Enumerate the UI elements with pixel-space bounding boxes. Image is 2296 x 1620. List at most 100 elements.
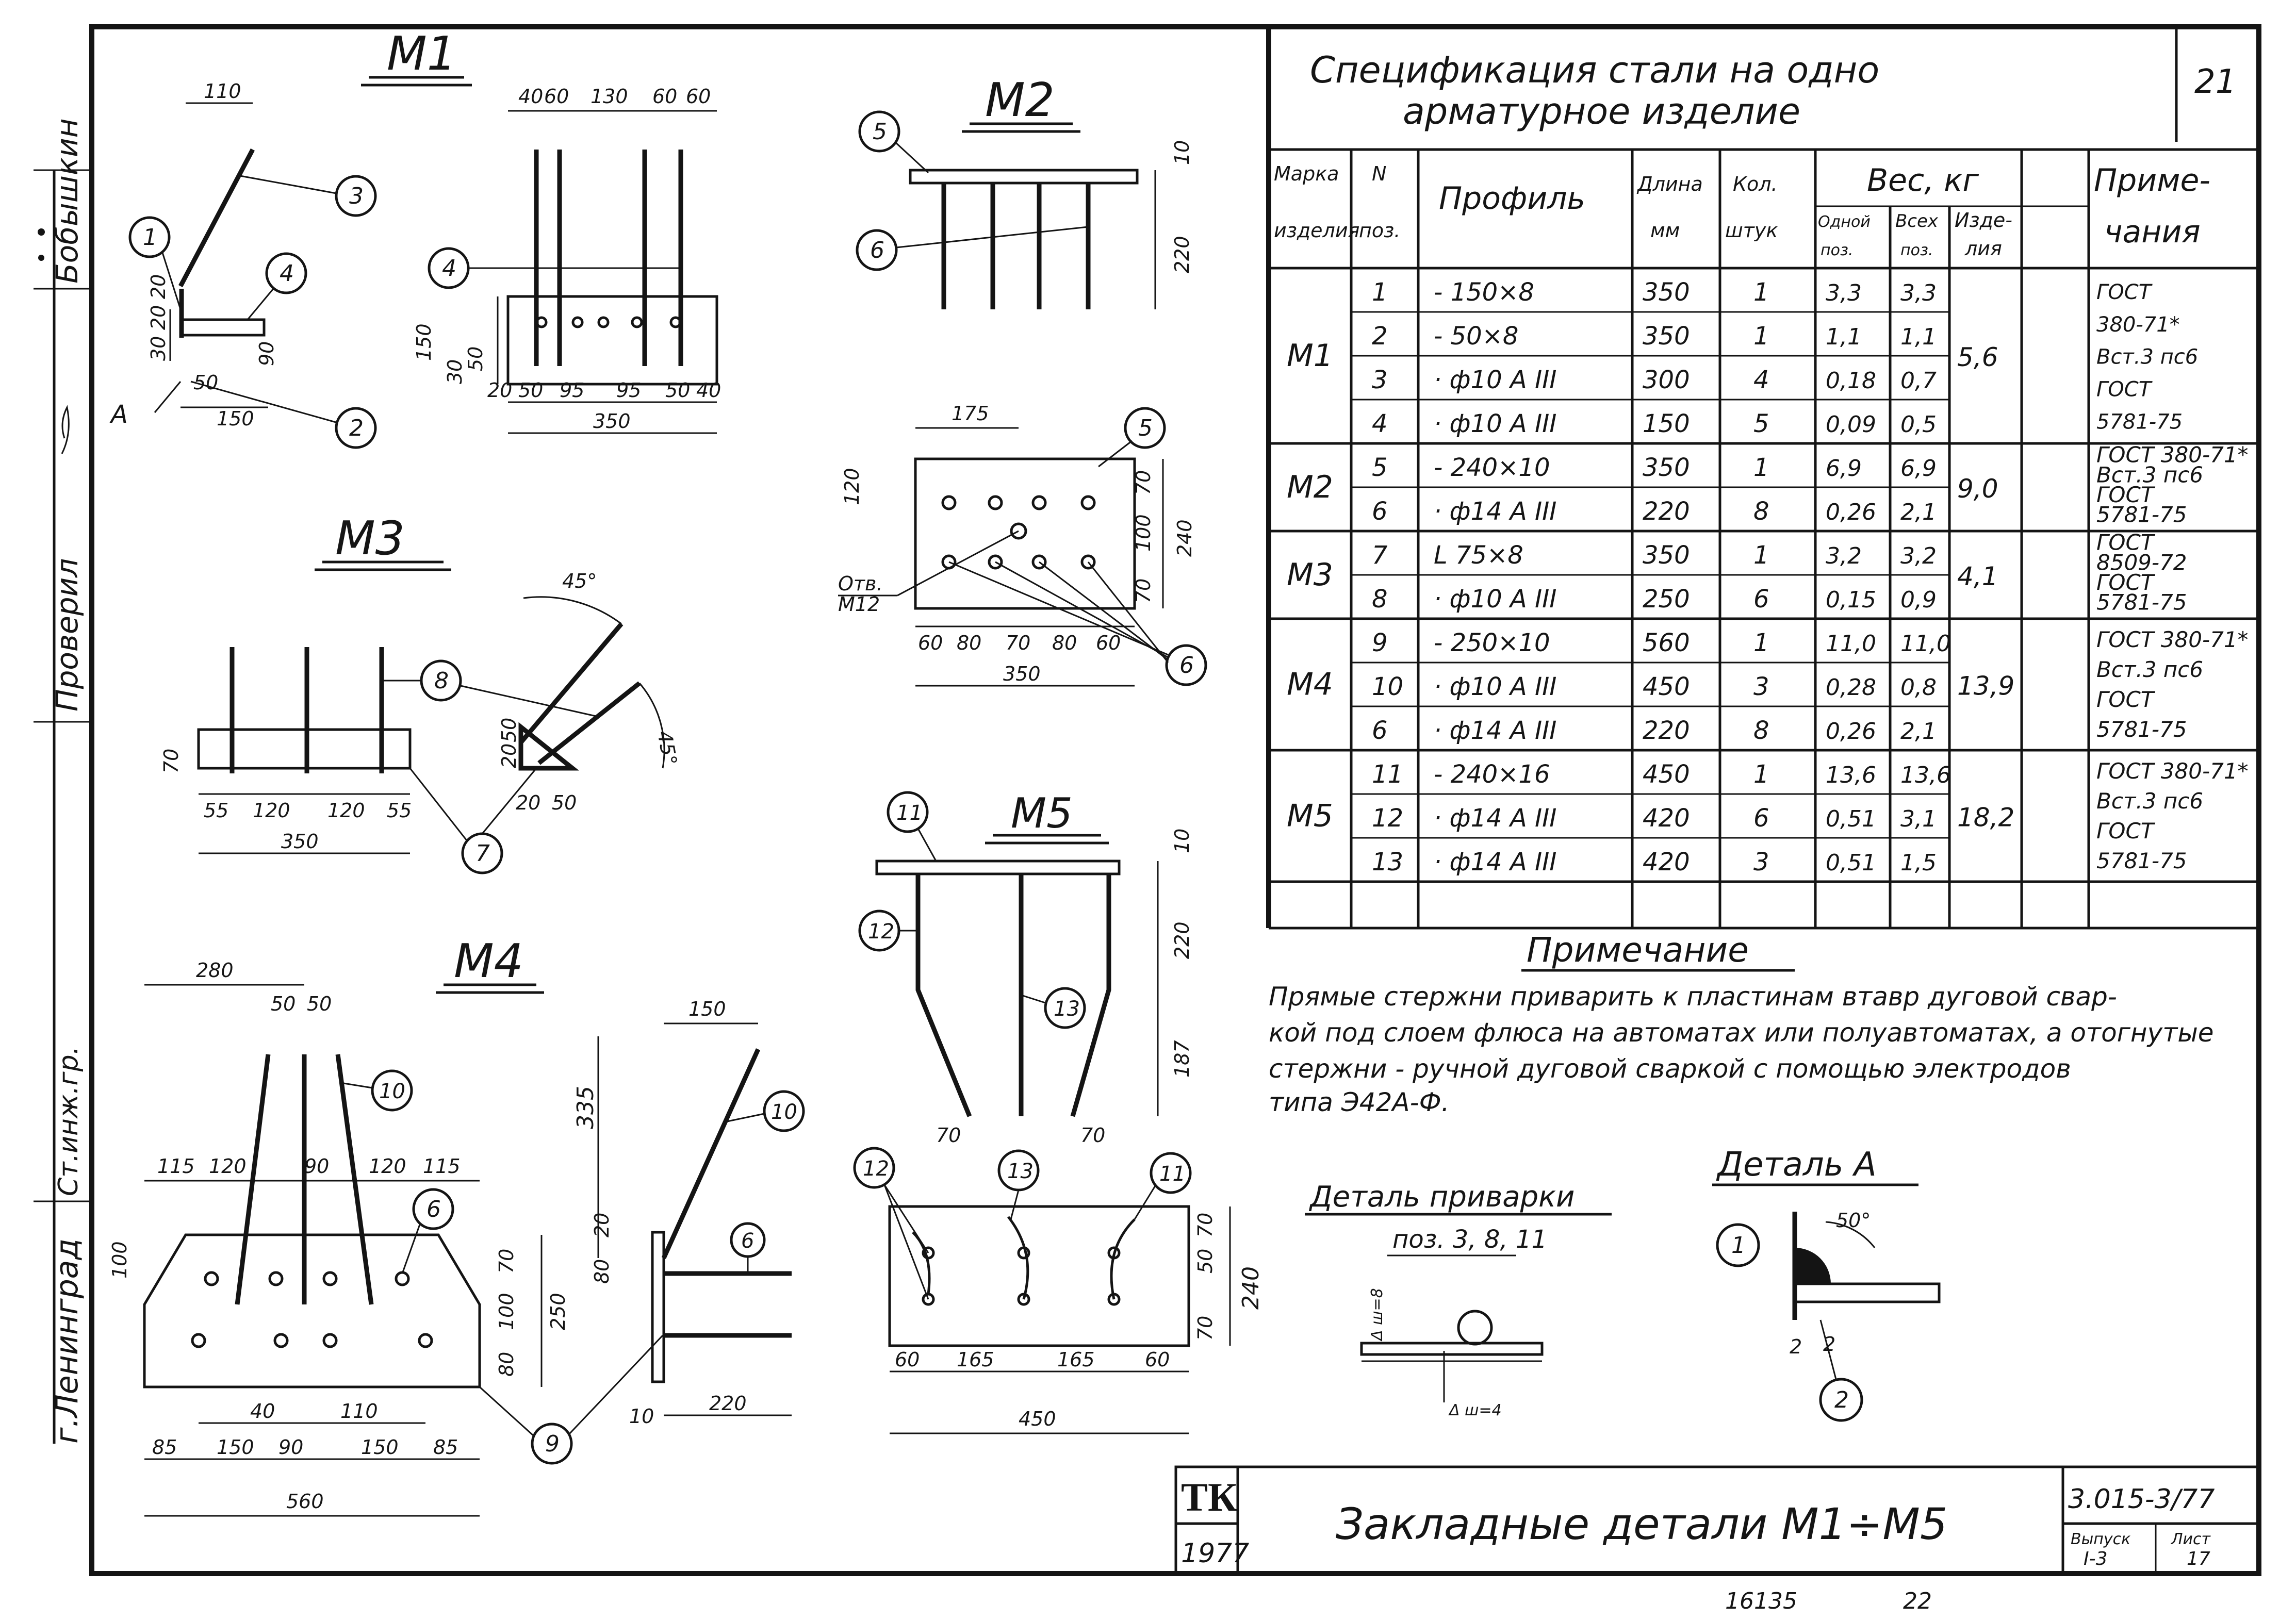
detail-a: Деталь А 50° 2 2 1 2	[1712, 1146, 1941, 1422]
m2-dim-175: 175	[952, 402, 989, 425]
spec-note-line: 5781-75	[2096, 590, 2187, 615]
spec-note-line: ГОСТ	[2096, 687, 2156, 712]
m4-dim-85a: 85	[152, 1436, 177, 1459]
m5-callout-11: 11	[896, 801, 923, 825]
spec-note-line: ГОСТ 380-71*	[2096, 627, 2249, 652]
spec-mark: M2	[1287, 469, 1333, 505]
spec-weight-one: 0,51	[1826, 850, 1876, 876]
m4-dim-115b: 115	[423, 1155, 461, 1178]
spec-note-line: 380-71*	[2096, 313, 2180, 337]
m4-side-dim-335: 335	[572, 1086, 599, 1129]
hdr-pos-1: N	[1372, 162, 1386, 185]
spec-weight-one: 11,0	[1826, 631, 1876, 657]
m1-top-dim-130: 130	[591, 85, 628, 108]
m2-callout-5: 5	[873, 119, 887, 145]
spec-note-line: ГОСТ	[2096, 482, 2156, 507]
spec-weight-all: 0,5	[1900, 411, 1937, 438]
spec-weight-all: 6,9	[1900, 455, 1937, 482]
view-m5: M5 10 220 187 70 70 11 12 13 70 50	[853, 789, 1264, 1434]
m5-title: M5	[1011, 789, 1073, 837]
m5-plan-callout-11: 11	[1159, 1162, 1186, 1186]
m4-side-dim-150: 150	[688, 998, 726, 1020]
note-line-4: типа Э42А-Ф.	[1269, 1087, 1450, 1117]
spec-note-line: ГОСТ	[2096, 570, 2156, 595]
spec-weight-one: 0,51	[1826, 806, 1876, 832]
spec-qty: 5	[1753, 409, 1769, 438]
m2-bot-70: 70	[1006, 632, 1030, 654]
m3-dim-55b: 55	[387, 799, 412, 822]
m1-top-dim-60b: 60	[652, 85, 677, 108]
spec-weight-one: 0,26	[1826, 499, 1876, 525]
weld-dim-4: Δ ш=4	[1448, 1401, 1502, 1419]
m4-side-dim-220: 220	[709, 1392, 747, 1415]
m3-dim-350: 350	[281, 830, 319, 853]
m1-callout-4: 4	[280, 260, 294, 287]
m3-angle-right: 45°	[653, 729, 681, 767]
spec-length: 450	[1643, 672, 1690, 701]
spec-profile: · ф14 А III	[1434, 497, 1556, 526]
spec-pos: 10	[1372, 672, 1403, 701]
spec-item-weight: 5,6	[1957, 342, 1998, 372]
hdr-length-1: Длина	[1636, 173, 1703, 195]
m4-dim-250: 250	[547, 1293, 569, 1330]
spec-note-line: Вст.3 пс6	[2096, 657, 2203, 682]
m2-dim-70b: 70	[1132, 578, 1155, 603]
spec-pos: 1	[1372, 278, 1388, 307]
spec-weight-one: 6,9	[1826, 455, 1862, 482]
spec-profile: · ф10 А III	[1434, 409, 1556, 438]
weld-detail: Деталь приварки поз. 3, 8, 11 Δ ш=8 Δ ш=…	[1305, 1180, 1612, 1419]
tb-sheet-label: Лист	[2171, 1530, 2211, 1548]
m4-dim-150a: 150	[217, 1436, 254, 1459]
bottom-number-2: 22	[1903, 1588, 1932, 1614]
m2-hole-size: М12	[838, 593, 880, 616]
spec-qty: 4	[1753, 366, 1769, 394]
spec-qty: 1	[1753, 278, 1769, 307]
hdr-mark-1: Марка	[1274, 162, 1339, 185]
m5-plan-dim-240: 240	[1238, 1266, 1264, 1310]
spec-pos: 6	[1372, 716, 1388, 745]
m1-dim-20b: 20	[147, 305, 170, 330]
m1-dim-90: 90	[255, 341, 278, 366]
spec-length: 560	[1643, 629, 1690, 657]
m3-callout-7: 7	[475, 840, 490, 867]
spec-note-line: Вст.3 пс6	[2096, 788, 2203, 814]
hdr-mark-2: изделия	[1274, 219, 1359, 242]
spec-weight-one: 0,15	[1826, 587, 1876, 613]
side-label-3: Ст.инж.гр.	[53, 1046, 84, 1196]
spec-note-line: ГОСТ	[2096, 280, 2153, 304]
m5-dim-70b: 70	[1080, 1124, 1105, 1147]
spec-weight-all: 3,1	[1900, 806, 1937, 832]
m5-plan-dim-165b: 165	[1057, 1348, 1095, 1371]
m1-dim-150: 150	[217, 407, 254, 430]
spec-note-line: 5781-75	[2096, 717, 2187, 742]
m4-dim-100b: 100	[495, 1293, 518, 1330]
tb-issue-label: Выпуск	[2071, 1530, 2130, 1548]
m2-bot-60a: 60	[918, 632, 943, 654]
note-title: Примечание	[1527, 930, 1749, 970]
m4-side-dim-10: 10	[629, 1405, 654, 1428]
spec-profile: - 250×10	[1434, 629, 1550, 657]
spec-mark: M4	[1287, 667, 1333, 703]
spec-pos: 6	[1372, 497, 1388, 526]
m2-bot-60b: 60	[1096, 632, 1121, 654]
hdr-w-all-1: Всех	[1895, 211, 1939, 232]
spec-note-line: Вст.3 пс6	[2096, 345, 2198, 369]
view-m2: M2 10 220 5 6 175 120 70 100 70 240 О	[838, 73, 1207, 687]
spec-length: 420	[1643, 804, 1690, 833]
spec-item-weight: 4,1	[1957, 561, 1998, 591]
spec-item-weight: 13,9	[1957, 671, 2014, 701]
spec-qty: 8	[1753, 716, 1769, 745]
m3-title: M3	[335, 511, 405, 566]
m4-side-callout-10: 10	[771, 1100, 797, 1124]
m3-dim-20h: 20	[516, 791, 540, 814]
spec-pos: 4	[1372, 409, 1388, 438]
weld-detail-title: Деталь приварки	[1308, 1180, 1575, 1214]
m4-side-dim-20: 20	[591, 1213, 613, 1237]
spec-profile: · ф14 А III	[1434, 716, 1556, 745]
m1-callout-1: 1	[143, 224, 157, 251]
m5-plan-callout-12: 12	[863, 1157, 889, 1181]
spec-pos: 7	[1372, 541, 1388, 570]
spec-profile: · ф10 А III	[1434, 366, 1556, 394]
note-line-1: Прямые стержни приварить к пластинам вта…	[1269, 982, 2117, 1012]
